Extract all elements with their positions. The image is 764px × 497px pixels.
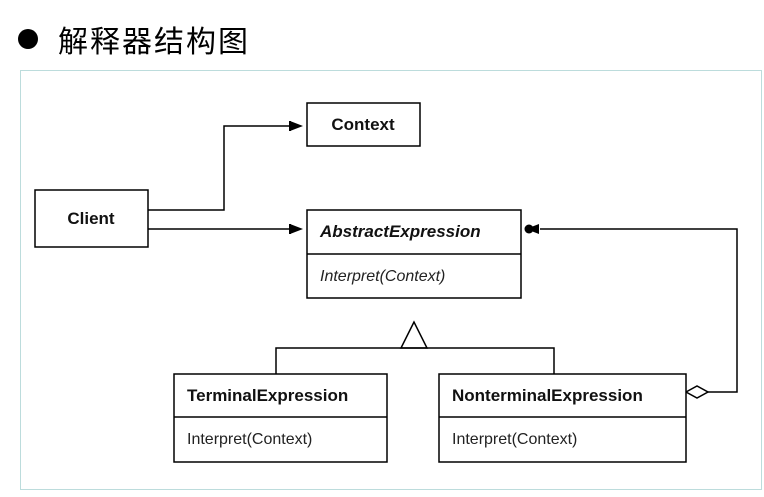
- inheritance-triangle: [399, 320, 429, 349]
- terminal-expression-class: TerminalExpression Interpret(Context): [173, 373, 388, 463]
- client-class: Client: [34, 189, 149, 248]
- abstract-expression-operation: Interpret(Context): [320, 268, 445, 285]
- page-title: 解释器结构图: [58, 25, 250, 60]
- abstract-expression-class: AbstractExpression Interpret(Context): [306, 209, 522, 299]
- client-label: Client: [67, 209, 115, 228]
- abstract-expression-label: AbstractExpression: [319, 222, 481, 241]
- context-label: Context: [331, 115, 395, 134]
- client-abstract-arrowhead: [290, 224, 303, 234]
- aggregation-diamond: [684, 385, 710, 399]
- client-context-arrowhead: [290, 121, 303, 131]
- bullet-icon: [18, 29, 38, 49]
- inheritance-branches: [275, 347, 555, 374]
- nonterminal-expression-label: NonterminalExpression: [452, 386, 643, 405]
- slide-heading: 解释器结构图: [18, 14, 250, 64]
- client-context-association: [148, 125, 290, 211]
- terminal-expression-operation: Interpret(Context): [187, 431, 312, 448]
- aggregation-dot: [524, 224, 534, 234]
- nonterminal-expression-class: NonterminalExpression Interpret(Context): [438, 373, 687, 463]
- nonterminal-expression-operation: Interpret(Context): [452, 431, 577, 448]
- aggregation-line: [540, 228, 738, 393]
- terminal-expression-label: TerminalExpression: [187, 386, 348, 405]
- context-class: Context: [306, 102, 421, 147]
